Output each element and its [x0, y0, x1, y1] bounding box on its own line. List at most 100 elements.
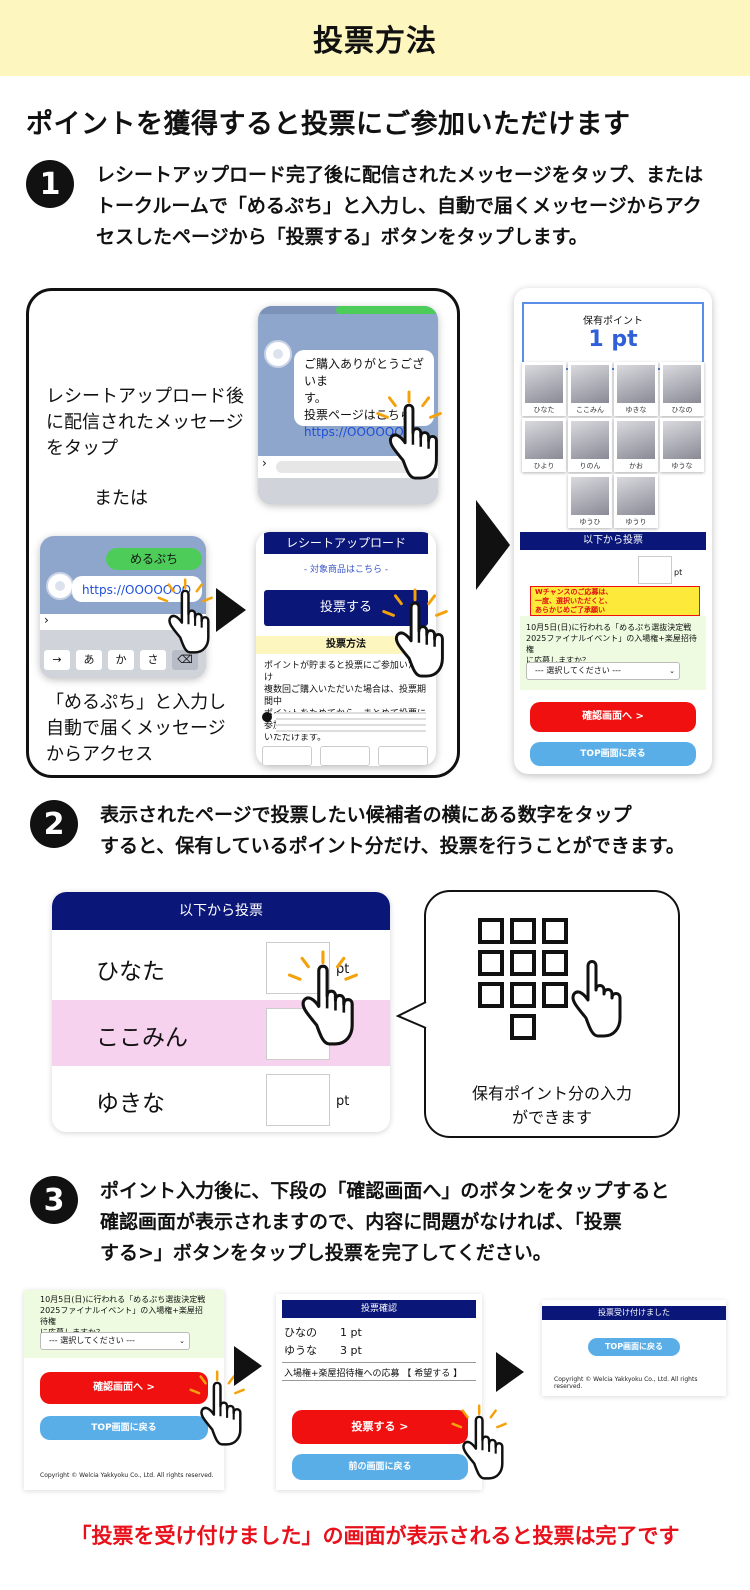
chevron-down-icon: ⌄	[669, 667, 675, 675]
step-2-line: 表示されたページで投票したい候補者の横にある数字をタップ	[100, 804, 632, 826]
vote-confirm-header: 投票確認	[282, 1300, 476, 1318]
confirm-button[interactable]: 確認画面へ >	[530, 702, 696, 732]
tap-hand-icon	[376, 390, 442, 480]
candidate-name: ゆうな	[284, 1344, 317, 1357]
member-card[interactable]: ひなの	[660, 362, 704, 416]
application-select[interactable]: --- 選択してください --- ⌄	[40, 1332, 190, 1350]
key[interactable]: か	[108, 650, 134, 670]
question-line: 10月5日(日)に行われる「めるぷち選抜決定戦	[526, 623, 692, 632]
step-3: 3 ポイント入力後に、下段の「確認画面へ」のボタンをタップすると 確認画面が表示…	[30, 1176, 669, 1269]
receipt-upload-banner: レシートアップロード	[264, 532, 428, 554]
body-line: 複数回ご購入いただいた場合は、投票期間中	[264, 685, 427, 707]
member-card[interactable]: りのん	[568, 418, 612, 472]
application-select[interactable]: --- 選択してください ---⌄	[526, 662, 680, 680]
completion-message: 「投票を受け付けました」の画面が表示されると投票は完了です	[70, 1524, 680, 1548]
step-3-text: ポイント入力後に、下段の「確認画面へ」のボタンをタップすると 確認画面が表示され…	[100, 1176, 669, 1269]
member-name: ひなの	[671, 406, 693, 414]
chevron-right-icon: ›	[262, 456, 267, 470]
tap-hand-icon	[157, 578, 213, 654]
message-input[interactable]	[276, 461, 426, 473]
chat-line: ご購入ありがとうございま	[304, 357, 425, 388]
vote-button[interactable]: 投票する	[264, 590, 428, 626]
notice-line: Wチャンスのご応募は、	[535, 588, 613, 596]
keypad-icon	[478, 918, 622, 1040]
step-3-line: 確認画面が表示されますので、内容に問題がなければ、「投票	[100, 1211, 622, 1233]
question-line: 2025ファイナルイベント」の入場権+楽屋招待権	[526, 634, 697, 654]
header-banner: 投票方法	[0, 0, 750, 76]
chevron-down-icon: ⌄	[179, 1337, 185, 1345]
copyright: Copyright © Welcia Yakkyoku Co., Ltd. Al…	[554, 1376, 698, 1390]
points-label: 保有ポイント	[583, 316, 643, 327]
member-card[interactable]: ひより	[522, 418, 566, 472]
step-3-number: 3	[30, 1176, 78, 1224]
vote-complete-screen: 投票受け付けました TOP画面に戻る Copyright © Welcia Ya…	[542, 1300, 726, 1396]
vote-list-panel: 以下から投票 ひなた pt ここみん ゆきな pt	[52, 892, 390, 1132]
step-3-line: ポイント入力後に、下段の「確認画面へ」のボタンをタップすると	[100, 1180, 670, 1202]
member-card[interactable]: かお	[614, 418, 658, 472]
label-line: からアクセス	[46, 744, 154, 765]
member-card[interactable]: ここみん	[568, 362, 612, 416]
confirm-button[interactable]: 確認画面へ >	[40, 1372, 208, 1404]
body-line: ポイントが貯まると投票にご参加いただけ	[264, 661, 426, 683]
member-name: ゆうな	[671, 462, 693, 470]
bot-avatar-icon	[264, 340, 292, 368]
chat-line: 投票ページはこちら	[304, 408, 412, 422]
select-value: --- 選択してください ---	[49, 1336, 135, 1345]
tap-hand-icon	[382, 588, 448, 678]
backspace-key[interactable]: ⌫	[172, 650, 198, 670]
keypad-speech-bubble: 保有ポイント分の入力 ができます	[424, 890, 680, 1138]
thumbnail	[262, 746, 312, 766]
vote-points-input[interactable]	[266, 1074, 330, 1126]
points: 3 pt	[340, 1344, 362, 1357]
step-2-text: 表示されたページで投票したい候補者の横にある数字をタップ すると、保有しているポ…	[100, 800, 685, 862]
top-page-button[interactable]: TOP画面に戻る	[530, 742, 696, 766]
key[interactable]: →	[44, 650, 70, 670]
top-page-button[interactable]: TOP画面に戻る	[588, 1338, 680, 1356]
caption-line: 保有ポイント分の入力	[471, 1084, 632, 1103]
key[interactable]: あ	[76, 650, 102, 670]
chat-link[interactable]: https://OOOOOOO	[72, 576, 202, 602]
label-line: 自動で届くメッセージ	[46, 718, 226, 739]
step-1: 1 レシートアップロード完了後に配信されたメッセージをタップ、または トークルー…	[26, 160, 703, 253]
thumbnail	[378, 746, 428, 766]
caption-line: ができます	[511, 1108, 592, 1127]
points-box: 保有ポイント 1 pt	[522, 302, 704, 370]
notice-line: 一度、選択いただくと、	[535, 597, 612, 605]
application-choice: 入場権+楽屋招待権への応募 【 希望する 】	[284, 1369, 463, 1379]
candidate-name: ここみん	[96, 1025, 188, 1051]
member-name: ゆうひ	[579, 518, 601, 526]
member-card[interactable]: ゆうり	[614, 474, 658, 528]
points: 1 pt	[340, 1326, 362, 1339]
chat-link[interactable]: https://OOOOOO	[304, 425, 404, 439]
points-vote-screen: 保有ポイント 1 pt ひなた ここみん ゆきな ひなの ひより りのん かお …	[514, 288, 712, 774]
question-line: に応募しますか？	[526, 656, 590, 665]
member-card[interactable]: ゆきな	[614, 362, 658, 416]
member-name: ゆきな	[625, 406, 647, 414]
application-question: 10月5日(日)に行われる「めるぷち選抜決定戦 2025ファイナルイベント」の入…	[520, 616, 706, 690]
back-button[interactable]: 前の画面に戻る	[292, 1454, 468, 1480]
pt-unit: pt	[336, 1094, 350, 1109]
target-products-link[interactable]: - 対象商品はこちら -	[303, 565, 389, 575]
wchance-notice: Wチャンスのご応募は、 一度、選択いただくと、 あらかじめご了承願い	[530, 586, 700, 616]
points-value: 1 pt	[588, 327, 638, 352]
key[interactable]: さ	[140, 650, 166, 670]
vote-complete-header: 投票受け付けました	[542, 1306, 726, 1320]
vote-row: ゆきな pt	[52, 1066, 390, 1132]
member-name: ひなた	[533, 406, 555, 414]
submit-vote-button[interactable]: 投票する >	[292, 1410, 468, 1444]
top-page-button[interactable]: TOP画面に戻る	[40, 1416, 208, 1440]
tap-hand-icon	[287, 950, 358, 1046]
question-line: 10月5日(日)に行われる「めるぷち選抜決定戦	[40, 1295, 206, 1304]
member-card[interactable]: ゆうな	[660, 418, 704, 472]
vote-points-input[interactable]	[638, 556, 672, 584]
member-card[interactable]: ゆうひ	[568, 474, 612, 528]
bubble-tail	[396, 1001, 427, 1029]
member-card[interactable]: ひなた	[522, 362, 566, 416]
step-2-number: 2	[30, 800, 78, 848]
chevron-right-icon: ›	[44, 613, 49, 627]
arrow-right-icon	[234, 1346, 262, 1386]
arrow-right-icon	[476, 500, 510, 590]
